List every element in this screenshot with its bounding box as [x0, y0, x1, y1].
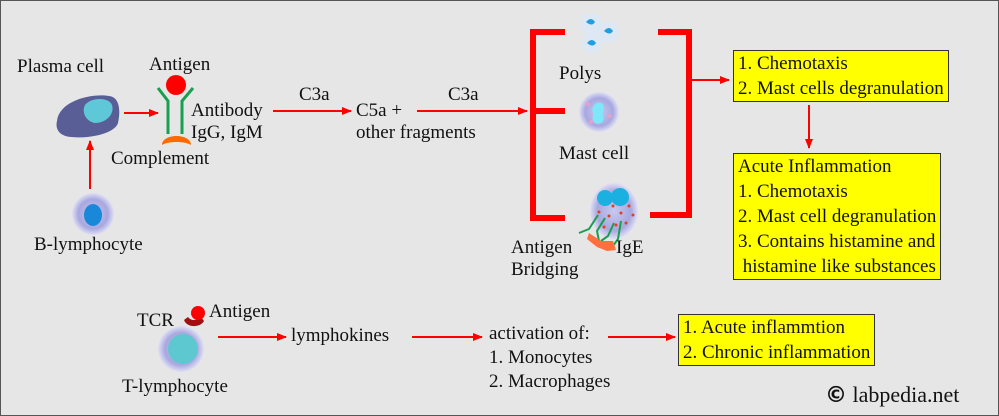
right-bracket — [650, 29, 692, 218]
t-lymphocyte-label: T-lymphocyte — [122, 376, 228, 397]
left-bracket — [530, 29, 565, 221]
polys-icon — [580, 13, 619, 53]
inflammation-item: 1. Acute inflammtion — [683, 317, 846, 338]
acute-box-item: 3. Contains histamine and — [738, 231, 936, 252]
acute-box-item: 1. Chemotaxis — [738, 181, 848, 202]
antigen-bridging-label-1: Antigen — [511, 237, 573, 258]
antigen-label: Antigen — [149, 54, 211, 75]
t-lymphocyte-icon — [158, 326, 204, 372]
antibody-classes-label: IgG, IgM — [191, 122, 263, 143]
copyright-site-link[interactable]: labpedia.net — [852, 382, 960, 407]
antibody-label: Antibody — [191, 100, 263, 121]
acute-box-item: 2. Mast cell degranulation — [738, 206, 937, 227]
copyright-icon: © — [825, 383, 847, 408]
tcr-label: TCR — [137, 310, 174, 331]
b-lymphocyte-icon — [72, 193, 114, 235]
antibody-complex-icon — [156, 75, 195, 145]
complement-icon — [162, 136, 191, 145]
antigen-icon — [166, 75, 186, 95]
polys-label: Polys — [559, 63, 602, 84]
c5a-label: C5a + — [356, 100, 403, 121]
c3a-label-1: C3a — [299, 84, 330, 105]
t-antigen-label: Antigen — [209, 301, 271, 322]
activation-item: 2. Macrophages — [489, 371, 611, 392]
copyright-notice[interactable]: © labpedia.net — [825, 384, 959, 407]
plasma-cell-icon — [56, 95, 120, 138]
effects-item: 2. Mast cells degranulation — [738, 78, 944, 99]
b-lymphocyte-label: B-lymphocyte — [34, 234, 143, 255]
acute-box-item: histamine like substances — [738, 256, 936, 277]
t-antigen-icon — [191, 306, 205, 320]
c3a-label-2: C3a — [448, 84, 479, 105]
ige-label: IgE — [616, 237, 644, 258]
inflammation-box: 1. Acute inflammtion 2. Chronic inflamma… — [678, 314, 876, 366]
lymphokines-label: lymphokines — [291, 325, 390, 346]
effects-item: 1. Chemotaxis — [738, 53, 848, 74]
mast-cell-icon — [579, 92, 619, 132]
effects-box: 1. Chemotaxis 2. Mast cells degranulatio… — [733, 50, 949, 102]
acute-box-title: Acute Inflammation — [738, 156, 892, 177]
inflammation-item: 2. Chronic inflammation — [683, 342, 871, 363]
complement-label: Complement — [111, 148, 210, 169]
plasma-cell-label: Plasma cell — [17, 56, 105, 77]
ige-bridging-icon — [578, 183, 638, 251]
activation-label: activation of: — [489, 323, 590, 344]
other-fragments-label: other fragments — [356, 122, 476, 143]
activation-item: 1. Monocytes — [489, 347, 593, 368]
mast-cell-label: Mast cell — [559, 143, 630, 164]
acute-inflammation-box: Acute Inflammation 1. Chemotaxis 2. Mast… — [733, 153, 942, 280]
antigen-bridging-label-2: Bridging — [511, 259, 579, 280]
bridging-antigen-icon — [587, 233, 616, 251]
